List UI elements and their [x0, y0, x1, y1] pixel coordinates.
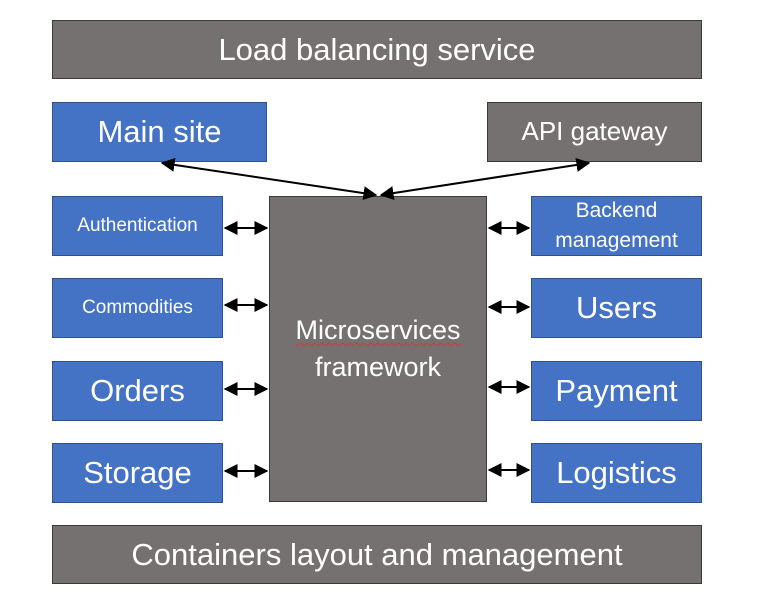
management-label: management [555, 228, 678, 252]
logistics-box: Logistics [531, 443, 702, 503]
arrow-main-site-framework [160, 157, 378, 201]
users-box: Users [531, 278, 702, 338]
framework-label: framework [314, 352, 442, 382]
api-gateway-box: API gateway [487, 102, 702, 162]
authentication-box: Authentication [52, 196, 223, 256]
arrow-api-gateway-framework [379, 157, 591, 201]
containers-layout-box: Containers layout and management [52, 525, 702, 584]
orders-label: Orders [90, 373, 185, 409]
backend-label: Backend [575, 199, 658, 223]
backend-management-box: Backend management [531, 196, 702, 256]
microservices-label: Microservices [295, 314, 461, 345]
authentication-label: Authentication [77, 215, 198, 237]
logistics-label: Logistics [556, 455, 677, 491]
payment-box: Payment [531, 361, 702, 421]
main-site-box: Main site [52, 102, 267, 162]
storage-box: Storage [52, 443, 223, 503]
orders-box: Orders [52, 361, 223, 421]
storage-label: Storage [83, 455, 192, 491]
users-label: Users [576, 290, 657, 326]
commodities-label: Commodities [82, 297, 193, 319]
main-site-label: Main site [97, 114, 222, 150]
payment-label: Payment [555, 373, 678, 409]
load-balancing-service-label: Load balancing service [218, 31, 536, 67]
api-gateway-label: API gateway [521, 116, 668, 147]
commodities-box: Commodities [52, 278, 223, 338]
containers-layout-label: Containers layout and management [131, 536, 623, 572]
microservices-framework-box: Microservices framework [269, 196, 487, 502]
load-balancing-service-box: Load balancing service [52, 20, 702, 79]
